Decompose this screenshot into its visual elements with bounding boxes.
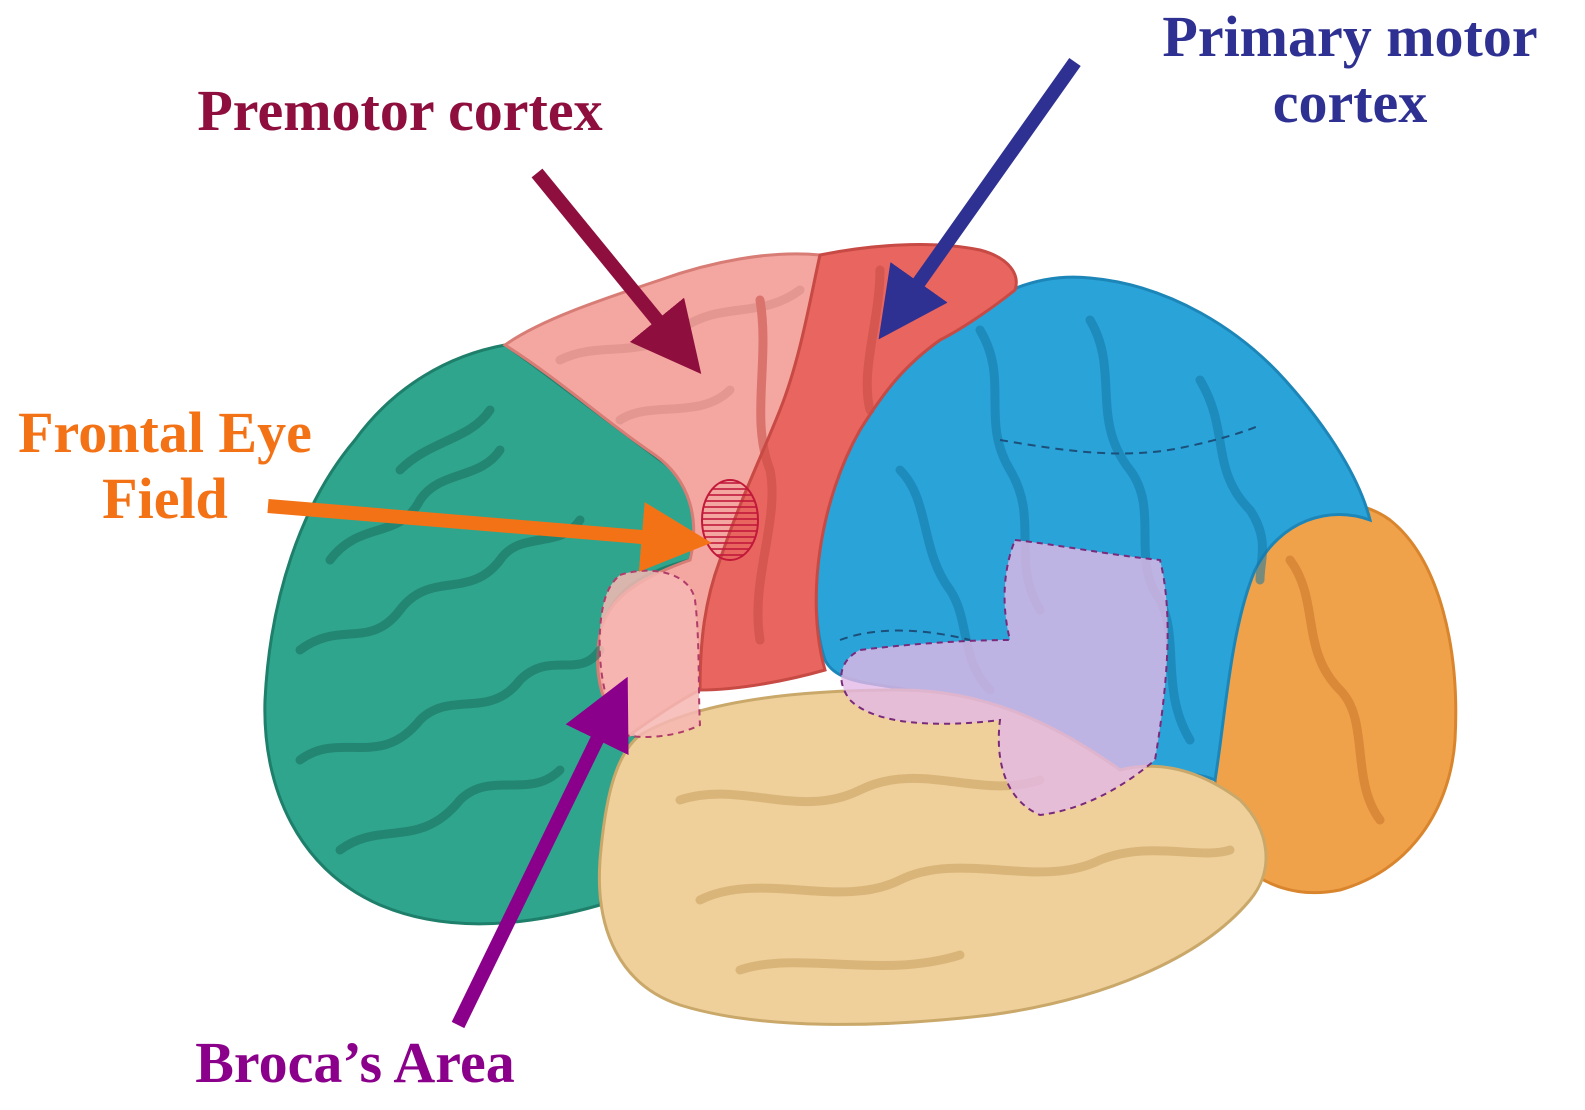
primary-motor-cortex-label-line-2: cortex xyxy=(1120,70,1580,136)
primary-motor-cortex-label-line-1: Primary motor xyxy=(1120,4,1580,70)
frontal-eye-field-label-line-1: Frontal Eye xyxy=(0,400,330,466)
frontal-eye-field-region xyxy=(702,480,758,560)
primary-motor-cortex-label: Primary motor cortex xyxy=(1120,4,1580,136)
frontal-eye-field-label: Frontal Eye Field xyxy=(0,400,330,532)
premotor-cortex-label: Premotor cortex xyxy=(120,78,680,144)
broca-area-label: Broca’s Area xyxy=(160,1030,550,1096)
frontal-eye-field-label-line-2: Field xyxy=(0,466,330,532)
premotor-cortex-label-line: Premotor cortex xyxy=(120,78,680,144)
broca-area-label-line: Broca’s Area xyxy=(160,1030,550,1096)
